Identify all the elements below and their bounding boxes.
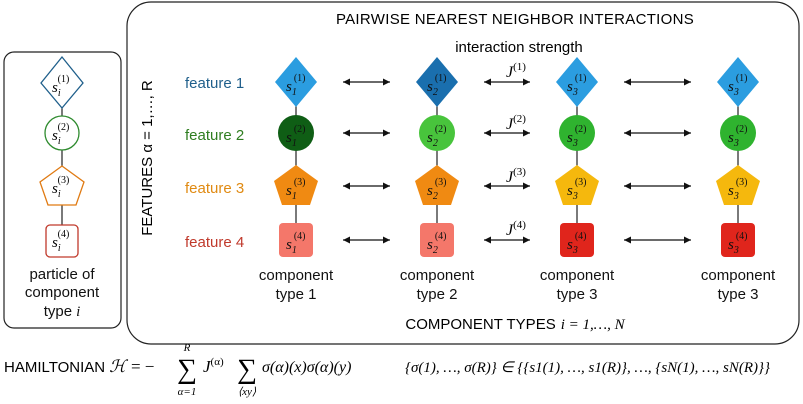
node-square-col3 <box>560 223 594 257</box>
node-label: s2(2) <box>427 124 447 149</box>
node-square-col4 <box>721 223 755 257</box>
particle-pentagon-shape <box>39 165 85 206</box>
node-label: s3(2) <box>728 124 748 149</box>
node-label: s3(1) <box>728 73 748 98</box>
node-circle-col4 <box>720 115 756 151</box>
node-square-col2 <box>420 223 454 257</box>
sum-symbol: ∑ <box>177 354 197 385</box>
features-axis-label: FEATURES α = 1,…, R <box>139 80 156 236</box>
coupling-label-2: J(2) <box>506 113 526 133</box>
coupling-label-4: J(4) <box>506 219 526 239</box>
component-type-line2: type 3 <box>718 286 759 303</box>
component-type-line1: component <box>701 267 776 284</box>
node-pentagon-col3 <box>555 165 599 205</box>
node-diamond-col2 <box>416 57 458 107</box>
inner-sum-symbol: ∑ <box>237 354 257 385</box>
component-type-line2: type 2 <box>417 286 458 303</box>
j-alpha-term: J(α) <box>203 356 224 376</box>
node-circle-col2 <box>419 115 455 151</box>
node-label: s1(4) <box>286 231 306 256</box>
interaction-arrow <box>484 129 530 137</box>
particle-diamond-shape <box>40 55 84 110</box>
particle-label-1: si(1) <box>52 74 69 99</box>
interaction-panel: PAIRWISE NEAREST NEIGHBOR INTERACTIONS i… <box>126 1 800 345</box>
interaction-arrow <box>484 182 530 190</box>
node-label: s2(4) <box>427 231 447 256</box>
node-circle-col3 <box>559 115 595 151</box>
particle-label-3: si(3) <box>52 175 69 200</box>
sum-lower-limit: α=1 <box>178 386 197 398</box>
sum-upper-limit: R <box>183 342 191 354</box>
node-circle-col1 <box>278 115 314 151</box>
coupling-label-3: J(3) <box>506 166 526 186</box>
particle-panel-frame <box>3 51 122 329</box>
feature-label-4: feature 4 <box>185 234 244 251</box>
particle-caption-line1: particle of <box>29 266 95 283</box>
node-label: s1(1) <box>286 73 306 98</box>
particle-label-2: si(2) <box>52 122 69 147</box>
feature-label-3: feature 3 <box>185 180 244 197</box>
node-pentagon-col1 <box>274 165 318 205</box>
interaction-arrow <box>343 236 390 244</box>
interaction-panel-frame <box>126 1 800 345</box>
node-label: s2(3) <box>427 177 447 202</box>
node-diamond-col4 <box>717 57 759 107</box>
node-label: s3(1) <box>567 73 587 98</box>
interaction-strength-label: interaction strength <box>455 39 583 56</box>
node-label: s3(4) <box>728 231 748 256</box>
component-type-line2: type 1 <box>276 286 317 303</box>
node-diamond-col3 <box>556 57 598 107</box>
node-square-col1 <box>279 223 313 257</box>
sigma-product: σ(α)(x)σ(α)(y) <box>262 359 351 376</box>
component-type-line1: component <box>400 267 475 284</box>
interaction-arrow <box>624 129 691 137</box>
interaction-arrow <box>484 78 530 86</box>
interaction-arrow <box>343 78 390 86</box>
node-pentagon-col2 <box>415 165 459 205</box>
component-type-line1: component <box>540 267 615 284</box>
node-diamond-col1 <box>275 57 317 107</box>
node-label: s3(4) <box>567 231 587 256</box>
state-set-definition: {σ(1), …, σ(R)} ∈ {{s1(1), …, s1(R)}, …,… <box>405 360 770 376</box>
panel-title: PAIRWISE NEAREST NEIGHBOR INTERACTIONS <box>336 11 694 28</box>
interaction-arrow <box>624 78 691 86</box>
node-label: s3(3) <box>728 177 748 202</box>
particle-panel: si(1) si(2) si(3) si(4) particle of comp… <box>3 51 122 329</box>
interaction-arrow <box>624 236 691 244</box>
feature-label-2: feature 2 <box>185 127 244 144</box>
interaction-arrow <box>624 182 691 190</box>
node-label: s2(1) <box>427 73 447 98</box>
node-label: s1(2) <box>286 124 306 149</box>
node-pentagon-col4 <box>716 165 760 205</box>
node-label: s3(2) <box>567 124 587 149</box>
component-type-line2: type 3 <box>557 286 598 303</box>
particle-square-shape <box>45 224 79 258</box>
interaction-arrow <box>343 182 390 190</box>
particle-circle-shape <box>44 115 80 151</box>
component-type-line1: component <box>259 267 334 284</box>
coupling-label-1: J(1) <box>506 61 526 81</box>
node-label: s1(3) <box>286 177 306 202</box>
particle-caption-line2: component <box>25 284 100 301</box>
inner-sum-lower: ⟨xy⟩ <box>238 386 257 398</box>
node-label: s3(3) <box>567 177 587 202</box>
interaction-arrow <box>343 129 390 137</box>
feature-label-1: feature 1 <box>185 75 244 92</box>
interaction-arrow <box>484 236 530 244</box>
particle-label-4: si(4) <box>52 229 69 254</box>
